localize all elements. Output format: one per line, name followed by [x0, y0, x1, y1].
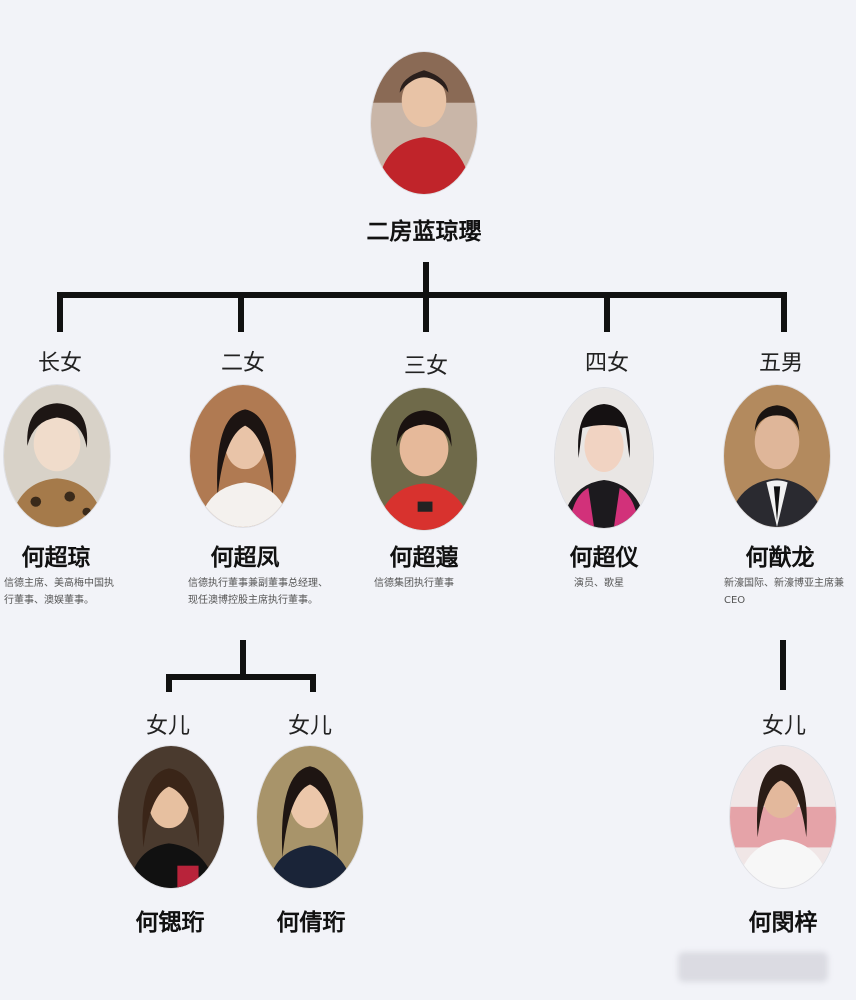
grandchildren-bar-line [166, 674, 316, 680]
grandchild-3-relation: 女儿 [761, 714, 806, 739]
grandchild-1-drop-line [166, 674, 172, 692]
child-5-portrait-photo [724, 385, 830, 527]
child-2-description: 信德执行董事兼副董事总经理、现任澳博控股主席执行董事。 [188, 578, 328, 606]
child-5-relation: 五男 [758, 351, 803, 376]
child-5-name: 何猷龙 [745, 545, 815, 571]
child-4-description: 演员、歌星 [574, 578, 624, 589]
child-3-description: 信德集团执行董事 [374, 578, 454, 589]
child-3-portrait-photo [371, 388, 477, 530]
child-1-name: 何超琼 [21, 545, 91, 571]
child-2-drop-line [238, 292, 244, 332]
child-5-stem-line [780, 640, 786, 690]
grandchild-1-relation: 女儿 [145, 714, 190, 739]
root-stem-line [423, 262, 429, 296]
child-1-drop-line [57, 292, 63, 332]
children-bar-line [57, 292, 787, 298]
grandchild-2-relation: 女儿 [287, 714, 332, 739]
grandchild-1-portrait-photo [118, 746, 224, 888]
child-3-relation: 三女 [403, 354, 448, 379]
child-4-drop-line [604, 292, 610, 332]
child-1-portrait-photo [4, 385, 110, 527]
child-2-name: 何超凤 [210, 545, 280, 571]
child-2-portrait-photo [190, 385, 296, 527]
child-3-name: 何超蕸 [389, 545, 459, 571]
root-name: 二房蓝琼瓔 [366, 219, 482, 245]
grandchild-3-name: 何閔梓 [748, 910, 818, 936]
grandchild-1-name: 何锶珩 [135, 910, 205, 936]
child-4-relation: 四女 [584, 351, 629, 376]
child-5-description: 新濠国际、新濠博亚主席兼CEO [724, 578, 844, 606]
child-1-description: 信德主席、美高梅中国执行董事、澳娱董事。 [4, 578, 114, 606]
child-5-drop-line [781, 292, 787, 332]
child-4-name: 何超仪 [569, 545, 639, 571]
watermark-blur [678, 952, 828, 982]
child-2-stem-line [240, 640, 246, 678]
grandchild-3-portrait-photo [730, 746, 836, 888]
grandchild-2-portrait-photo [257, 746, 363, 888]
child-4-portrait-photo [555, 388, 653, 528]
grandchild-2-name: 何倩珩 [276, 910, 346, 936]
child-2-relation: 二女 [220, 351, 265, 376]
child-1-relation: 长女 [37, 351, 82, 376]
child-3-drop-line [423, 292, 429, 332]
grandchild-2-drop-line [310, 674, 316, 692]
root-portrait-photo [371, 52, 477, 194]
